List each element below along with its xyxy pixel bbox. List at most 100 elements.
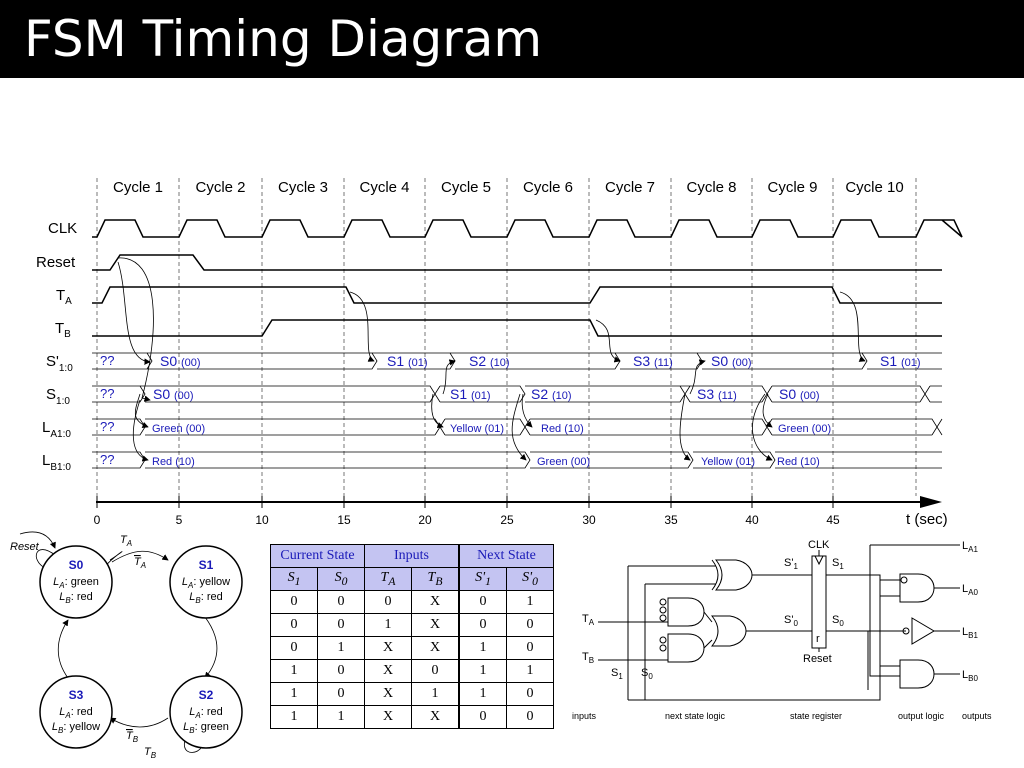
and-gate xyxy=(899,659,935,689)
axis-tick-label: 25 xyxy=(500,513,514,527)
table-cell: 1 xyxy=(458,682,507,706)
tb-label: TB xyxy=(144,746,157,760)
table-cell: 0 xyxy=(506,705,554,729)
tb-waveform xyxy=(92,319,942,337)
pin-sn1: S'1 xyxy=(784,557,798,571)
s0-to-s1-arrow xyxy=(111,550,169,563)
table-cell: 1 xyxy=(506,659,554,683)
s0-self-loop xyxy=(35,549,56,569)
signal-snext: S'1:0 xyxy=(46,353,73,374)
signal-names: CLK Reset TA TB S'1:0 S1:0 LA1:0 LB1:0 xyxy=(36,220,77,473)
state-circle xyxy=(169,545,243,619)
causality-arrows xyxy=(117,257,866,462)
input-s0: S0 xyxy=(641,667,653,681)
table-cell: 0 xyxy=(317,590,365,614)
input-s1: S1 xyxy=(611,667,623,681)
axis-tick-label: 35 xyxy=(664,513,678,527)
output-la1: LA1 xyxy=(962,540,978,554)
circuit-labels: CLK S'1 S1 S'0 S0 r Reset TA TB S1 S0 LA… xyxy=(582,539,978,683)
circuit-reset: Reset xyxy=(803,653,832,665)
table-cell: 0 xyxy=(317,613,365,637)
s1-to-s2-arrow xyxy=(204,616,218,679)
table-cell: X xyxy=(364,705,412,729)
tb-bar-label: TB xyxy=(126,730,139,744)
pin-s0: S0 xyxy=(832,614,844,628)
ta-waveform xyxy=(92,286,942,304)
cycle-label: Cycle 7 xyxy=(605,179,655,196)
signal-lb: LB1:0 xyxy=(42,452,71,473)
state-name: S1 xyxy=(199,558,214,572)
s-value: S2 (10) xyxy=(531,386,572,402)
cycle-label: Cycle 2 xyxy=(195,179,245,196)
caption-inputs: inputs xyxy=(572,711,597,721)
cycle-gridlines xyxy=(96,178,917,496)
state-circle xyxy=(169,675,243,749)
fsm-circuit xyxy=(598,544,960,701)
snext-value: S0 (00) xyxy=(160,353,201,369)
pin-s1: S1 xyxy=(832,557,844,571)
and-gate xyxy=(667,633,705,663)
ta-label: TA xyxy=(120,534,132,548)
state-name: S3 xyxy=(69,688,84,702)
group-inputs: Inputs xyxy=(364,544,460,568)
axis-label: t (sec) xyxy=(906,511,948,528)
reset-arrow xyxy=(19,531,56,549)
col-tb: TB xyxy=(411,567,460,591)
table-cell: 0 xyxy=(506,613,554,637)
state-circle xyxy=(39,545,113,619)
group-current-state: Current State xyxy=(270,544,365,568)
table-cell: X xyxy=(411,613,460,637)
state-lb: LB: red xyxy=(189,591,222,605)
circuit-captions: inputs next state logic state register o… xyxy=(572,711,992,721)
table-cell: 1 xyxy=(317,705,365,729)
col-s1: S1 xyxy=(270,567,318,591)
s-value: S0 (00) xyxy=(153,386,194,402)
table-cell: 1 xyxy=(270,705,318,729)
axis-tick-label: 5 xyxy=(176,513,183,527)
table-cell: X xyxy=(364,636,412,660)
signal-tb: TB xyxy=(55,320,71,340)
caption-output-logic: output logic xyxy=(898,711,945,721)
axis-tick-label: 15 xyxy=(337,513,351,527)
signal-reset: Reset xyxy=(36,254,76,271)
lb-value: Green (00) xyxy=(537,456,590,468)
table-cell: 0 xyxy=(364,590,412,614)
input-ta: TA xyxy=(582,613,595,627)
table-cell: 1 xyxy=(364,613,412,637)
state-la: LA: red xyxy=(59,706,92,720)
cycle-label: Cycle 1 xyxy=(113,179,163,196)
table-cell: X xyxy=(364,682,412,706)
pin-r: r xyxy=(816,633,820,645)
axis-tick-label: 0 xyxy=(94,513,101,527)
table-cell: 0 xyxy=(506,636,554,660)
output-la0: LA0 xyxy=(962,583,978,597)
caption-next-state-logic: next state logic xyxy=(665,711,726,721)
la-unknown: ?? xyxy=(100,419,114,434)
table-cell: X xyxy=(411,705,460,729)
state-circle xyxy=(39,675,113,749)
caption-state-register: state register xyxy=(790,711,842,721)
table-cell: X xyxy=(364,659,412,683)
lb-value: Red (10) xyxy=(777,456,820,468)
ta-bar-label: TA xyxy=(134,556,146,570)
col-sn0: S'0 xyxy=(506,567,554,591)
snext-value: S2 (10) xyxy=(469,353,510,369)
axis-tick-label: 10 xyxy=(255,513,269,527)
table-cell: 0 xyxy=(270,636,318,660)
state-lb: LB: red xyxy=(59,591,92,605)
slide-title: FSM Timing Diagram xyxy=(24,10,543,68)
snext-unknown: ?? xyxy=(100,353,114,368)
table-cell: 1 xyxy=(458,636,507,660)
signal-clk: CLK xyxy=(48,220,77,237)
clk-waveform xyxy=(92,219,963,238)
table-cell: 1 xyxy=(458,659,507,683)
table-cell: 0 xyxy=(458,590,507,614)
and-gate xyxy=(899,573,935,603)
